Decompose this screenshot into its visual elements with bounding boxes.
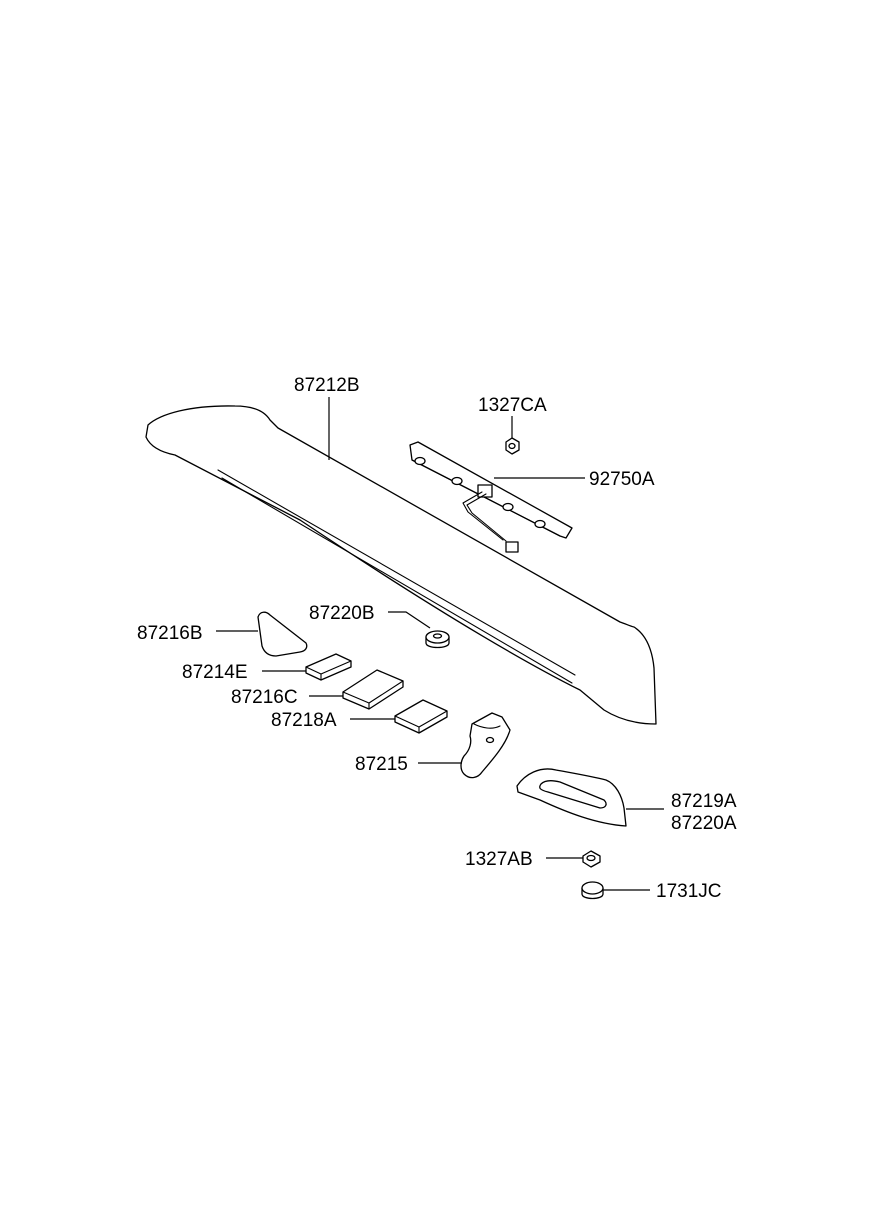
label-87212b: 87212B — [294, 375, 360, 396]
pad-87214e-part — [305, 653, 352, 681]
label-1731jc: 1731JC — [656, 881, 722, 902]
label-87214e: 87214E — [182, 662, 248, 683]
label-87220a: 87220A — [671, 813, 737, 834]
pad-87216b-part — [257, 611, 308, 657]
nut-1327ab-part — [582, 850, 601, 868]
label-1327ab: 1327AB — [465, 849, 533, 870]
label-87216c: 87216C — [231, 687, 298, 708]
nut-1327ca-part — [505, 437, 520, 455]
pad-87218a-part — [394, 699, 448, 734]
bracket-harness-part — [409, 441, 573, 553]
label-87216b: 87216B — [137, 623, 203, 644]
spoiler-part — [145, 405, 657, 725]
label-92750a: 92750A — [589, 469, 655, 490]
leader-lines — [216, 397, 664, 891]
pad-87216c-part — [342, 669, 404, 710]
label-87220b: 87220B — [309, 603, 375, 624]
grommet-87220b-part — [425, 630, 450, 649]
bracket-87215-part — [460, 712, 511, 779]
label-87218a: 87218A — [271, 710, 337, 731]
label-87215: 87215 — [355, 754, 408, 775]
label-87219a: 87219A — [671, 791, 737, 812]
bracket-87219a-part — [516, 768, 627, 827]
grommet-1731jc-part — [581, 881, 604, 900]
label-1327ca: 1327CA — [478, 395, 547, 416]
